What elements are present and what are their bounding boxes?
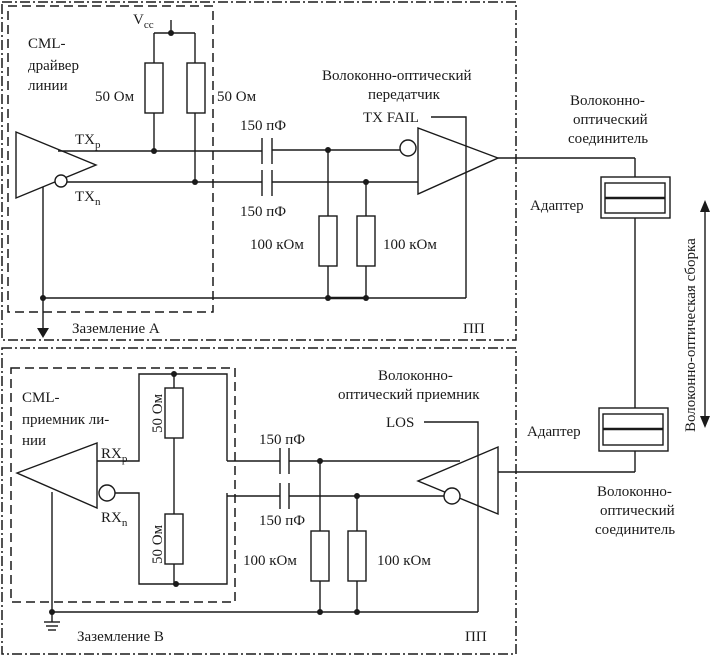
rx-cap-top-label: 150 пФ [259, 432, 305, 448]
connector-top-title-3: соединитель [568, 131, 648, 147]
driver-title-3: линии [28, 78, 68, 94]
transmitter-title-2: передатчик [368, 87, 441, 103]
receiver-title-3: нии [22, 433, 46, 449]
tx-cap-top-label: 150 пФ [240, 118, 286, 134]
tx-bias-left-label: 100 кОм [250, 237, 304, 253]
connector-bottom-title-1: Волоконно- [597, 484, 672, 500]
rx-bias-right-label: 100 кОм [377, 553, 431, 569]
junction-dot [363, 295, 369, 301]
rx-bias-resistor-left [310, 530, 330, 582]
rx-coupling-capacitor-bottom [279, 483, 290, 509]
cable-assembly-label: Волоконно-оптическая сборка [683, 238, 699, 432]
board-label-bottom: ПП [465, 629, 487, 645]
rxn-label: RXn [101, 510, 128, 529]
optical-receiver-title-1: Волоконно- [378, 368, 453, 384]
transmitter-title-1: Волоконно-оптический [322, 68, 472, 84]
rx-bias-left-label: 100 кОм [243, 553, 297, 569]
termination-bottom-label: 50 Ом [150, 524, 166, 564]
txn-label: TXn [75, 189, 101, 208]
board-label-top: ПП [463, 321, 485, 337]
los-line [424, 421, 479, 612]
txp-label: TXp [75, 132, 101, 151]
adapter-top [600, 176, 671, 219]
junction-dot [317, 609, 323, 615]
arrow-up-icon [700, 200, 710, 212]
receiver-inverting-bubble [98, 484, 116, 502]
vcc-label: Vcc [133, 12, 154, 31]
junction-dot [192, 179, 198, 185]
junction-dot [151, 148, 157, 154]
connector-top-title-2: оптический [573, 112, 648, 128]
ground-b-icon [44, 621, 60, 631]
connector-bottom-title-2: оптический [600, 503, 675, 519]
tx-fail-label: TX FAIL [363, 110, 419, 126]
junction-dot [354, 609, 360, 615]
optical-receiver-inverting-bubble [443, 487, 461, 505]
receiver-dashed-box [10, 367, 236, 603]
tx-coupling-capacitor-bottom [261, 170, 273, 196]
los-label: LOS [386, 415, 414, 431]
adapter-bottom [598, 407, 669, 452]
driver-title-2: драйвер [28, 58, 79, 74]
tx-cap-bottom-label: 150 пФ [240, 204, 286, 220]
tx-fail-line [431, 116, 467, 298]
connector-top-title-1: Волоконно- [570, 93, 645, 109]
pcb-outline-top [1, 1, 517, 341]
rx-bias-resistor-right [347, 530, 367, 582]
driver-title-1: CML- [28, 36, 66, 52]
ground-b-label: Заземление B [77, 629, 164, 645]
cml-driver-block: CML- драйвер линии Vcc 50 Ом 50 Ом TXp T… [7, 5, 257, 313]
pullup-resistor-right [186, 62, 206, 114]
rxp-label: RXp [101, 446, 128, 465]
adapter-top-label: Адаптер [530, 198, 584, 214]
rx-cap-bottom-label: 150 пФ [259, 513, 305, 529]
junction-dot [168, 30, 174, 36]
driver-inverting-bubble [54, 174, 68, 188]
cml-receiver-block: CML- приемник ли- нии RXp RXn 50 Ом 50 О… [10, 367, 236, 603]
driver-dashed-box [7, 5, 214, 313]
receiver-amplifier-symbol [15, 441, 98, 510]
termination-resistor-top [164, 387, 184, 439]
receiver-title-1: CML- [22, 390, 60, 406]
wire [97, 373, 228, 462]
junction-dot [325, 295, 331, 301]
optical-receiver-symbol [416, 445, 499, 516]
tx-coupling-capacitor-top [261, 138, 273, 164]
pullup-resistor-left [144, 62, 164, 114]
tx-bias-resistor-left [318, 215, 338, 267]
pullup-right-label: 50 Ом [217, 89, 257, 105]
termination-top-label: 50 Ом [150, 393, 166, 433]
ground-a-arrow-icon [37, 328, 49, 338]
arrow-down-icon [700, 416, 710, 428]
pullup-left-label: 50 Ом [95, 89, 135, 105]
transmitter-inverting-bubble [399, 139, 417, 157]
wire [115, 492, 228, 585]
tx-bias-right-label: 100 кОм [383, 237, 437, 253]
connector-bottom-title-3: соединитель [595, 522, 675, 538]
optical-transmitter-symbol [417, 126, 500, 196]
rx-coupling-capacitor-top [279, 448, 290, 474]
termination-resistor-bottom [164, 513, 184, 565]
tx-bias-resistor-right [356, 215, 376, 267]
pcb-outline-bottom [1, 347, 517, 655]
receiver-title-2: приемник ли- [22, 412, 109, 428]
ground-a-label: Заземление А [72, 321, 160, 337]
optical-receiver-title-2: оптический приемник [338, 387, 480, 403]
adapter-bottom-label: Адаптер [527, 424, 581, 440]
